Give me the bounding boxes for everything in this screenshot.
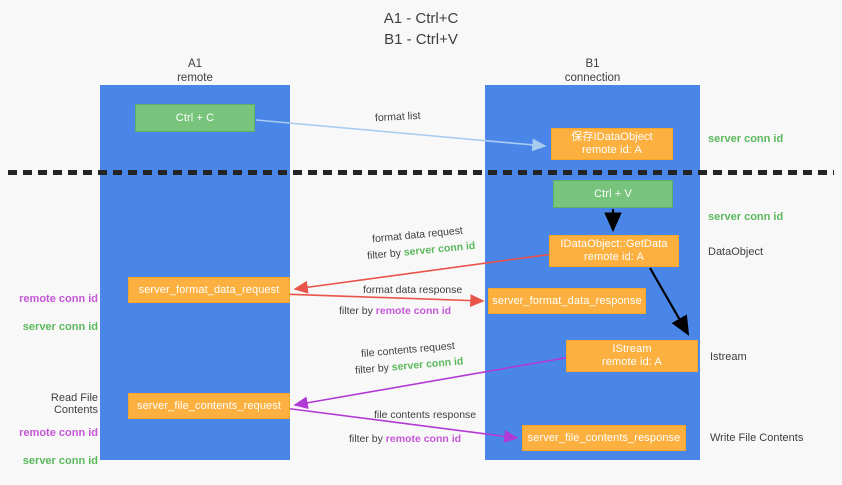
node-idataobject-getdata[interactable]: IDataObject::GetData remote id: A [549,235,679,267]
column-header-b1: B1 connection [564,58,621,84]
node-ctrl-c[interactable]: Ctrl + C [135,104,255,132]
caption-format-data-response: format data response [363,284,463,296]
label-remote-conn-id: remote conn id [19,293,98,305]
annotation-server-conn-id-top: server conn id [708,133,784,145]
filter-prefix: filter by [349,433,386,445]
node-server-file-contents-request[interactable]: server_file_contents_request [128,393,290,419]
label-server-conn-id: server conn id [22,455,98,467]
filter-key-remote-conn-id: remote conn id [385,433,462,445]
node-server-format-data-request[interactable]: server_format_data_request [128,277,290,303]
caption-file-contents-response-filter: filter by remote conn id [349,433,461,446]
node-server-file-contents-response[interactable]: server_file_contents_response [522,425,686,451]
filter-prefix: filter by [354,361,393,377]
annotation-conn-ids-lower: remote conn id server conn id [10,412,98,468]
edge-getdata-to-istream [649,267,690,336]
filter-key-remote-conn-id: remote conn id [375,305,452,317]
edge-format-data-request [293,252,561,294]
node-save-idataobject[interactable]: 保存IDataObject remote id: A [551,128,673,160]
edge-format-list [255,119,547,152]
node-ctrl-v[interactable]: Ctrl + V [553,180,673,208]
caption-format-list: format list [374,109,421,125]
phase-divider [8,170,834,175]
diagram-title: A1 - Ctrl+C B1 - Ctrl+V [383,10,459,48]
node-server-format-data-response[interactable]: server_format_data_response [488,288,646,314]
annotation-server-conn-id-mid: server conn id [708,211,784,223]
annotation-read-file-contents: Read File Contents [50,392,98,416]
annotation-conn-ids-upper: remote conn id server conn id [10,278,98,334]
label-remote-conn-id: remote conn id [19,427,98,439]
filter-prefix: filter by [339,305,376,317]
annotation-write-file-contents: Write File Contents [710,432,804,444]
caption-file-contents-response: file contents response [374,409,477,421]
edge-file-contents-request [293,355,577,410]
annotation-dataobject: DataObject [708,246,764,258]
label-server-conn-id: server conn id [22,321,98,333]
annotation-istream: Istream [710,351,747,363]
caption-format-data-response-filter: filter by remote conn id [339,305,451,318]
filter-prefix: filter by [366,246,405,263]
node-istream[interactable]: IStream remote id: A [566,340,698,372]
column-header-a1: A1 remote [177,58,213,84]
